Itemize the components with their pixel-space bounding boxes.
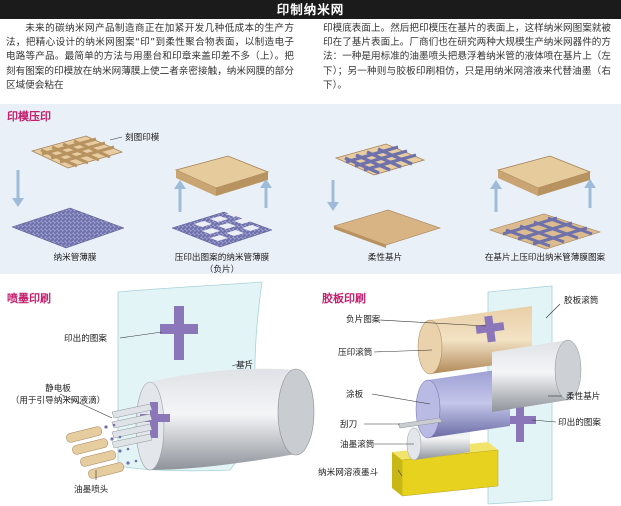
stamp-section-heading: 印模压印 [7,110,51,123]
up-arrow-2-left [174,180,186,212]
blanket-label: 涂板 [346,390,364,400]
down-arrow-1 [12,170,24,207]
impression-roller [492,339,582,412]
mold-leader-line [109,136,123,141]
mold-grid-1 [30,135,124,169]
flexible-substrate-label: 柔性基片 [566,392,601,402]
patterned-film-2 [171,211,273,248]
substrate-label: 柔性基片 [367,253,403,263]
pressed-film-sublabel: （负片） [204,265,240,275]
reservoir-label: 纳米网溶液墨斗 [318,468,379,478]
inkjet-printed-pattern-drum [140,402,170,438]
pressed-film-label: 压印出图案的纳米管薄膜 [174,253,270,263]
inkjet-section-heading: 喷墨印刷 [7,292,51,305]
doctor-blade-label: 刮刀 [340,420,358,430]
electrostatic-plates [111,403,153,449]
intro-paragraph-right: 印模底表面上。然后把印模压在基片的表面上，这样纳米网图案就被印在了基片表面上。厂… [323,23,611,91]
up-arrow-2-right [260,179,272,208]
offset-printed-pattern [506,404,536,442]
film-label: 纳米管薄膜 [53,253,97,263]
impression-roller-label: 压印滚筒 [338,348,373,358]
nozzle-label: 油墨喷头 [74,485,109,495]
offset-section-heading: 胶板印刷 [322,292,366,305]
intro-paragraph-left: 未来的碳纳米网产品制造商正在加紧开发几种低成本的生产方法，把精心设计的纳米网图案… [6,23,294,91]
inked-mold-3 [334,143,426,176]
flexible-substrate-3 [333,209,441,248]
patterned-substrate-4 [489,213,601,250]
mold-block-2 [174,155,270,196]
inkjet-substrate-label: 基片 [236,361,254,371]
inkjet-leader-lines [59,331,253,480]
ink-nozzles [66,423,138,479]
nanotube-film-1 [11,207,125,249]
offset-printed-label: 印出的图案 [558,418,601,428]
ink-roller-label: 油墨滚筒 [340,440,375,450]
mold-block-4 [496,155,592,196]
plate-cylinder-label: 胶板滚筒 [564,296,599,306]
offset-leader-lines [364,303,562,477]
inkjet-printed-pattern-top [160,306,198,360]
doctor-blade [397,417,443,429]
down-arrow-3 [327,180,339,211]
up-arrow-4-right [584,179,596,208]
negative-pattern-label: 负片图案 [346,315,381,325]
stamp-section-band [0,104,621,274]
result-label: 在基片上压印出纳米管薄膜图案 [484,253,606,263]
mold-label: 刻图印模 [125,133,160,143]
electrostatic-plate-sublabel: （用于引导纳米网液滴） [10,396,106,406]
inkjet-printed-label: 印出的图案 [64,334,107,344]
up-arrow-4-left [490,180,502,212]
page-title: 印制纳米网 [0,0,621,19]
electrostatic-plate-label: 静电板 [45,384,71,394]
